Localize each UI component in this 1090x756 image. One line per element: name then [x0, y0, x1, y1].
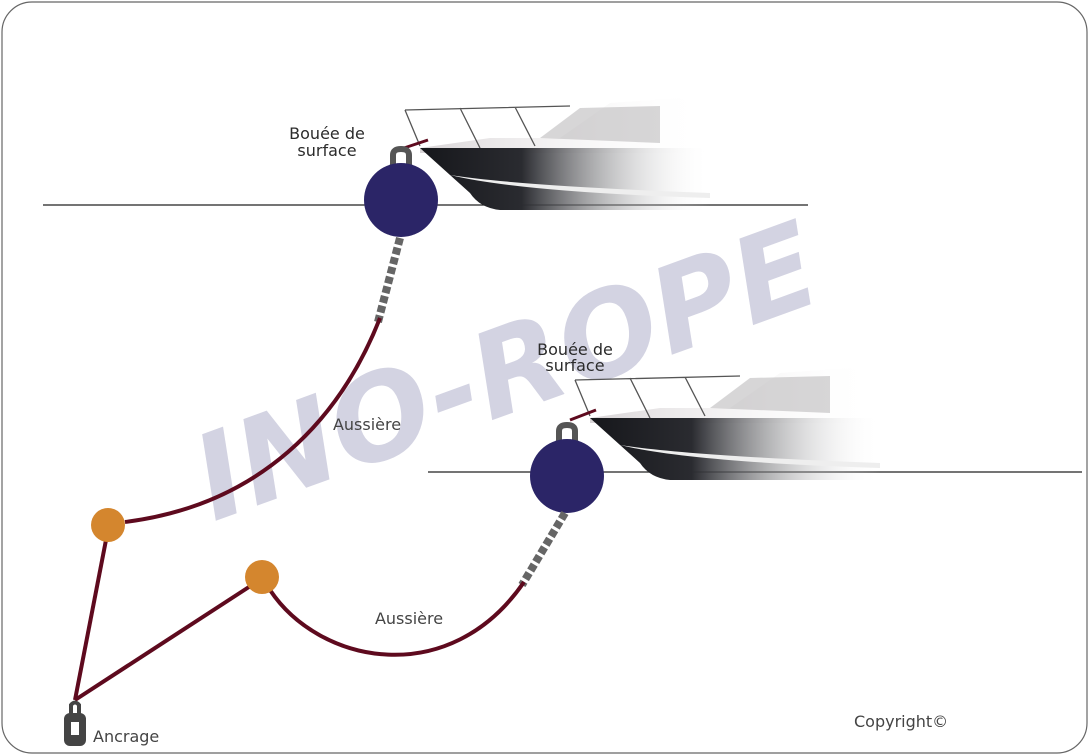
chain-bottom	[518, 510, 569, 588]
float-1	[91, 508, 125, 542]
label-buoy-bottom-2: surface	[545, 356, 604, 375]
float-2	[245, 560, 279, 594]
chain-top	[374, 236, 404, 324]
anchor-line-2	[73, 583, 254, 702]
label-buoy-top-1: Bouée de	[289, 124, 365, 143]
label-rope-top: Aussière	[333, 415, 401, 434]
bow-line-bottom	[569, 408, 597, 422]
anchor-icon	[64, 700, 86, 746]
label-rope-bottom: Aussière	[375, 609, 443, 628]
label-buoy-top-2: surface	[297, 141, 356, 160]
label-anchor: Ancrage	[93, 727, 159, 746]
bow-line-top	[403, 138, 429, 150]
rope-bottom	[268, 580, 526, 657]
rope-top	[124, 317, 382, 524]
anchor-line-1	[73, 539, 108, 701]
label-buoy-bottom-1: Bouée de	[537, 340, 613, 359]
copyright: Copyright©	[854, 712, 948, 731]
